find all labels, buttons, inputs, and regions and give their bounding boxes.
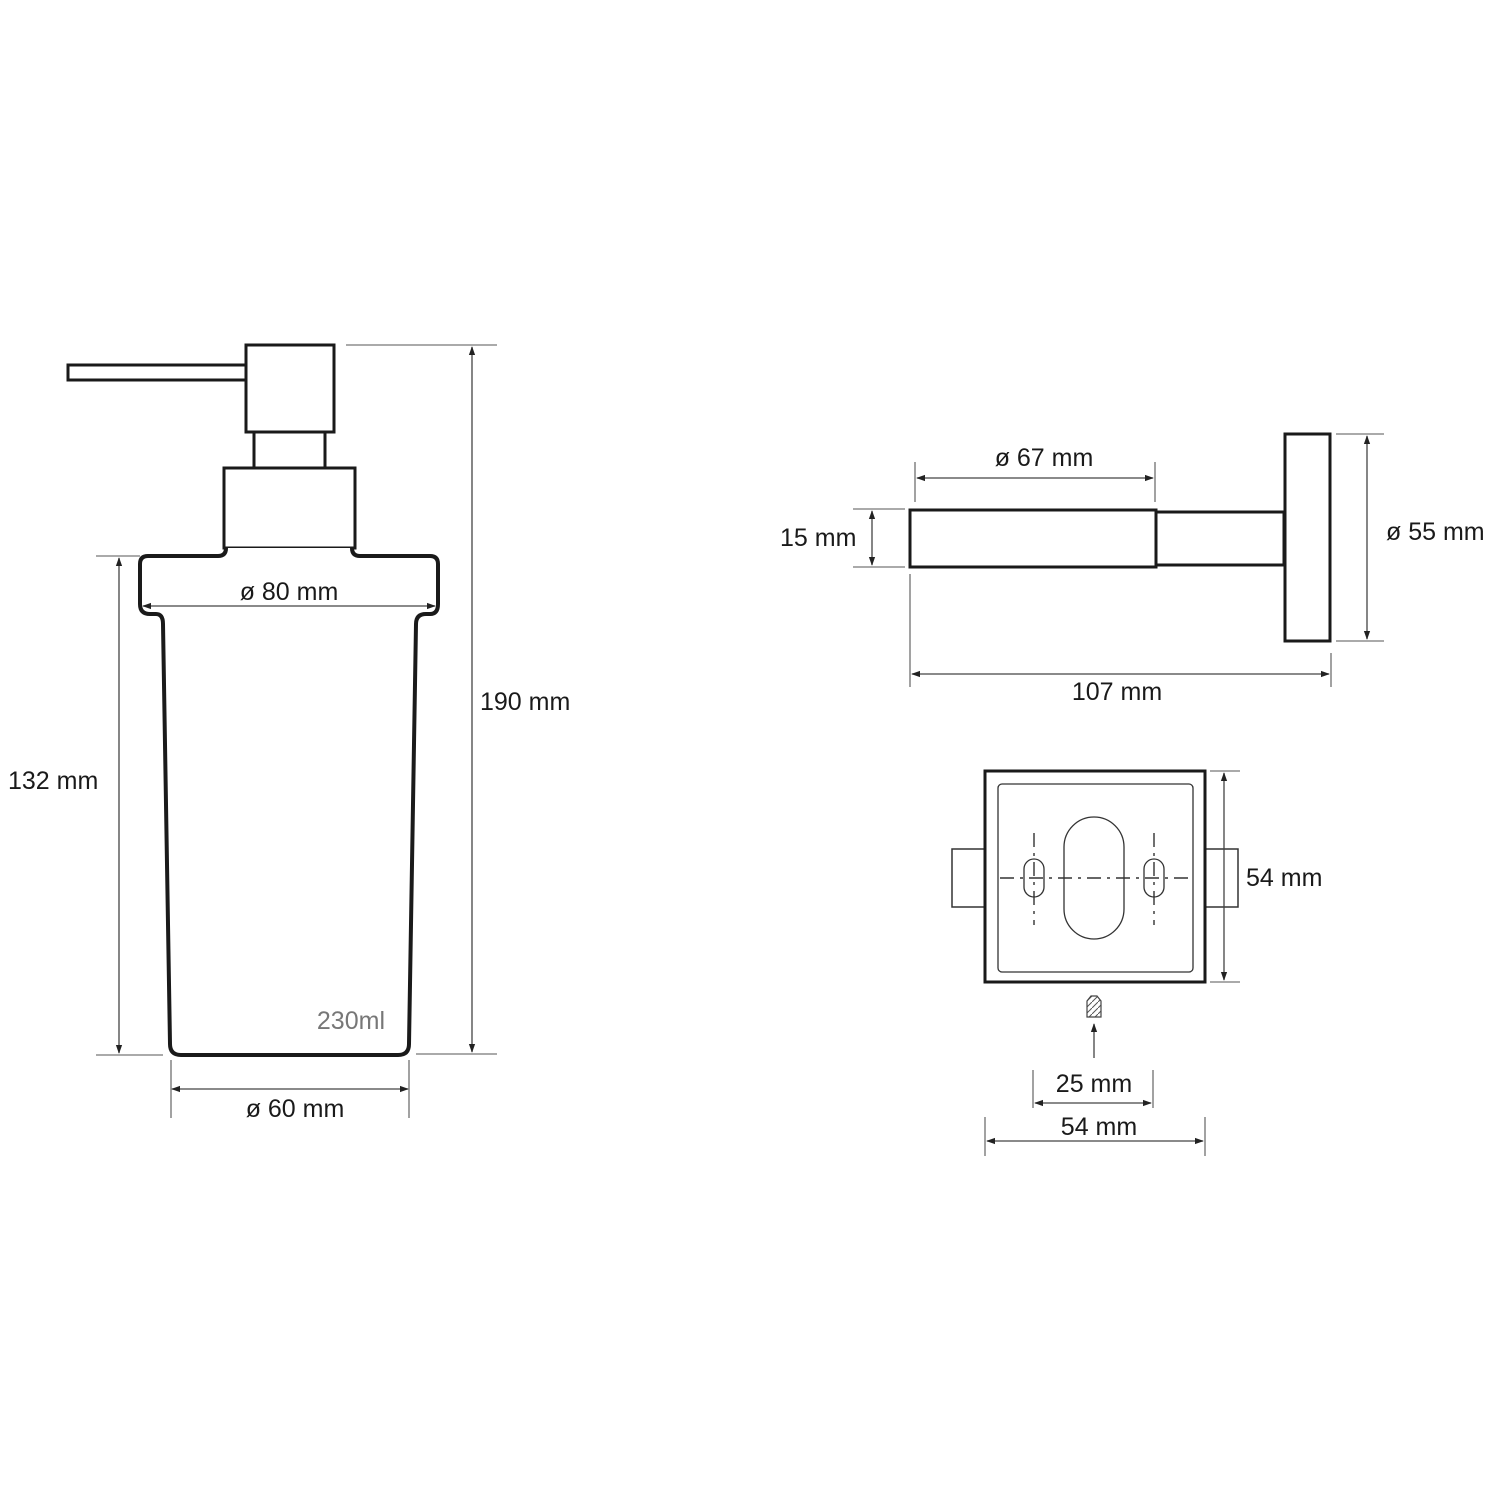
wall-plate-inner xyxy=(997,783,1194,973)
pump-stem xyxy=(252,430,327,470)
set-screw-icon xyxy=(1086,995,1102,1018)
plate-height-label: 54 mm xyxy=(1246,864,1322,892)
total-height-label: 190 mm xyxy=(480,688,570,716)
wall-flange xyxy=(1283,432,1332,643)
top-diameter-label: ø 80 mm xyxy=(240,578,339,606)
pump-collar xyxy=(222,466,357,550)
soap-dispenser-view: 230ml ø 80 mm ø 60 mm 132 mm 190 mm xyxy=(8,343,570,1123)
pump-spout xyxy=(66,363,250,382)
glass-container xyxy=(138,547,440,1057)
side-tab-left xyxy=(951,848,987,908)
pump-head xyxy=(244,343,336,434)
total-depth-label: 107 mm xyxy=(1072,678,1162,706)
wall-plate-view: 54 mm 25 mm 54 mm xyxy=(951,769,1322,1156)
container-height-label: 132 mm xyxy=(8,767,98,795)
holder-length-label: ø 67 mm xyxy=(995,444,1094,472)
holder-ring-profile xyxy=(908,508,1158,569)
flange-diameter-label: ø 55 mm xyxy=(1386,518,1485,546)
wall-plate-outer xyxy=(983,769,1207,984)
bottom-diameter-label: ø 60 mm xyxy=(246,1095,345,1123)
holder-arm xyxy=(1154,510,1286,567)
side-tab-right xyxy=(1203,848,1239,908)
holder-side-view: ø 67 mm 15 mm ø 55 mm 107 mm xyxy=(780,432,1485,706)
holder-height-label: 15 mm xyxy=(780,524,856,552)
plate-width-label: 54 mm xyxy=(1061,1113,1137,1141)
capacity-label: 230ml xyxy=(317,1007,385,1035)
hole-spacing-label: 25 mm xyxy=(1056,1070,1132,1098)
